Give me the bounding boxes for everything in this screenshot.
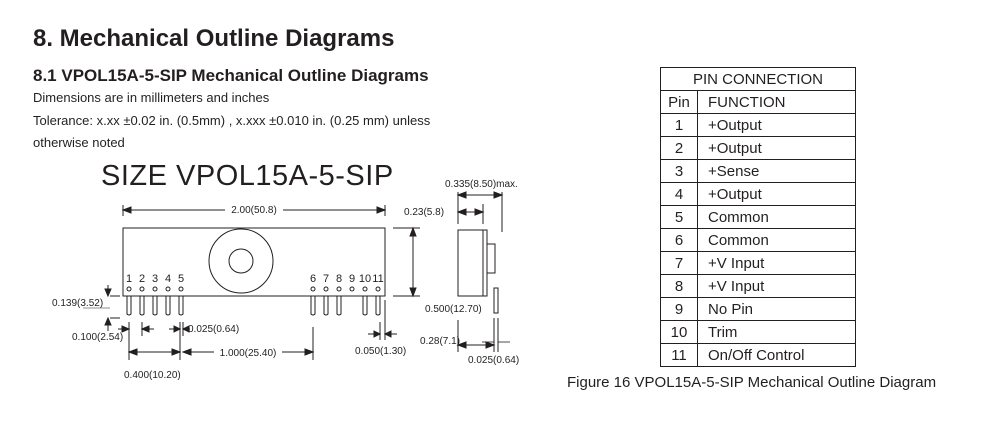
table-row: 2+Output [660, 136, 856, 160]
pin-leg [323, 296, 329, 316]
pin-number-label: 8 [336, 273, 342, 285]
pin-number-cell: 9 [660, 297, 698, 321]
section-title: 8. Mechanical Outline Diagrams [33, 25, 395, 52]
pin-number-label: 3 [152, 273, 158, 285]
dimensions-note: Dimensions are in millimeters and inches [33, 90, 270, 105]
table-row: 1+Output [660, 113, 856, 137]
pin-hole [178, 286, 184, 292]
pin-number-cell: 3 [660, 159, 698, 183]
dim-body-depth-label: 0.23(5.8) [404, 207, 444, 218]
dim-length-label: 2.00(50.8) [231, 205, 277, 216]
pin-hole [310, 286, 316, 292]
pin-number-label: 1 [126, 273, 132, 285]
pin-number-cell: 1 [660, 113, 698, 137]
toroid-inner [228, 248, 254, 274]
pin-number-cell: 11 [660, 343, 698, 367]
function-column-header: FUNCTION [697, 90, 856, 114]
dim-pin-length-label: 0.139(3.52) [52, 298, 103, 309]
dim-side-pin-thickness-label: 0.025(0.64) [468, 355, 519, 366]
tolerance-note-cont: otherwise noted [33, 135, 125, 150]
toroid-outer [208, 228, 274, 294]
pin-function-cell: Common [697, 228, 856, 252]
side-component [486, 243, 496, 274]
pin-column-header: Pin [660, 90, 698, 114]
dim-max-depth-label: 0.335(8.50)max. [445, 179, 518, 190]
pin-number-cell: 2 [660, 136, 698, 160]
dim-pin-width-label: 0.025(0.64) [188, 324, 239, 335]
pin-function-cell: Trim [697, 320, 856, 344]
pin-hole [349, 286, 355, 292]
pin-function-cell: On/Off Control [697, 343, 856, 367]
pin-function-cell: +Output [697, 136, 856, 160]
table-row: 4+Output [660, 182, 856, 206]
pin-hole [323, 286, 329, 292]
pin-function-cell: +Output [697, 182, 856, 206]
pin-number-label: 7 [323, 273, 329, 285]
pin-number-label: 11 [372, 273, 383, 285]
pin-leg [310, 296, 316, 316]
dim-arrows-length [121, 206, 387, 214]
module-body-front [122, 227, 386, 297]
pin-number-cell: 8 [660, 274, 698, 298]
pin-number-cell: 6 [660, 228, 698, 252]
table-row: 3+Sense [660, 159, 856, 183]
table-row: 8+V Input [660, 274, 856, 298]
dim-side-pin-offset-label: 0.28(7.1) [420, 336, 460, 347]
pin-number-cell: 7 [660, 251, 698, 275]
table-row: 7+V Input [660, 251, 856, 275]
figure-caption: Figure 16 VPOL15A-5-SIP Mechanical Outli… [567, 374, 937, 391]
pin-hole [375, 286, 381, 292]
dim-group-span-label: 0.400(10.20) [124, 370, 181, 381]
dim-group-gap-label: 1.000(25.40) [220, 348, 277, 359]
pin-leg [178, 296, 184, 316]
pin-function-cell: No Pin [697, 297, 856, 321]
pin-number-label: 10 [359, 273, 371, 285]
pin-number-label: 6 [310, 273, 316, 285]
pin-number-label: 2 [139, 273, 145, 285]
dim-height-label: 0.500(12.70) [425, 304, 482, 315]
pin-function-cell: +V Input [697, 274, 856, 298]
side-pin [493, 287, 499, 314]
dim-pin-pitch-label: 0.100(2.54) [72, 332, 123, 343]
pin-hole [165, 286, 171, 292]
pin-leg [139, 296, 145, 316]
pin-leg [152, 296, 158, 316]
pin-function-cell: +Output [697, 113, 856, 137]
pin-leg [336, 296, 342, 316]
pin-leg [126, 296, 132, 316]
pin-function-cell: +V Input [697, 251, 856, 275]
pin-function-cell: Common [697, 205, 856, 229]
dim-end-offset-label: 0.050(1.30) [355, 346, 406, 357]
pin-leg [165, 296, 171, 316]
pin-hole [336, 286, 342, 292]
pin-function-cell: +Sense [697, 159, 856, 183]
pin-leg [362, 296, 368, 316]
pin-number-label: 4 [165, 273, 171, 285]
pin-number-cell: 10 [660, 320, 698, 344]
pin-number-cell: 4 [660, 182, 698, 206]
pin-hole [139, 286, 145, 292]
tolerance-note: Tolerance: x.xx ±0.02 in. (0.5mm) , x.xx… [33, 113, 431, 128]
pin-hole [152, 286, 158, 292]
pin-hole [362, 286, 368, 292]
drawing-title: SIZE VPOL15A-5-SIP [101, 160, 394, 192]
pin-table-title: PIN CONNECTION [660, 67, 856, 91]
pin-leg [375, 296, 381, 316]
pin-hole [126, 286, 132, 292]
subsection-title: 8.1 VPOL15A-5-SIP Mechanical Outline Dia… [33, 66, 429, 85]
pin-number-label: 9 [349, 273, 355, 285]
pin-number-cell: 5 [660, 205, 698, 229]
pin-number-label: 5 [178, 273, 184, 285]
